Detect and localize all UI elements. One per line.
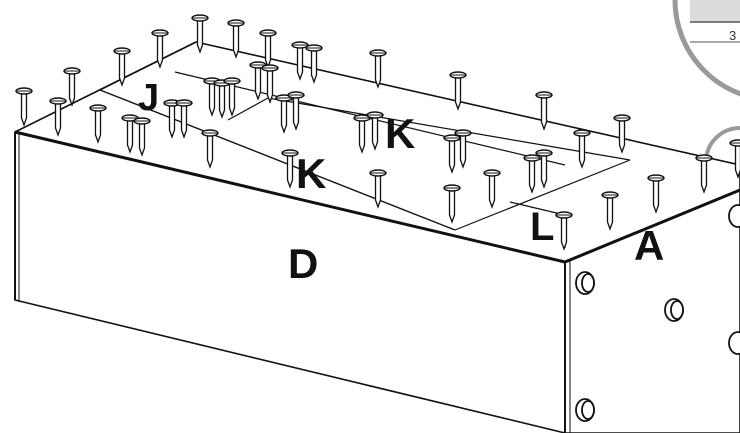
nail-icon [573,129,591,169]
nail-icon [353,114,371,154]
nail-icon [366,111,384,151]
nail-icon [449,71,467,111]
nail-icon [175,99,193,139]
label-j: J [138,77,159,119]
nail-icon [647,174,665,214]
zoom-callout-text: 3 [729,28,736,43]
nail-icon [133,117,151,157]
nail-icon [443,134,461,174]
nail-icon [601,191,619,231]
nail-icon [305,44,323,84]
cam-lock-icon [575,398,595,422]
label-l: L [530,205,554,249]
cam-lock-icon [728,204,740,228]
nail-icon [201,129,219,169]
nail-icon [89,104,107,144]
nail-icon [259,29,277,69]
label-k-back: K [385,110,415,157]
nail-icon [281,149,299,189]
nail-icon [369,169,387,209]
nail-icon [287,91,305,131]
cam-lock-icon [664,298,684,322]
nail-icon [523,154,541,194]
nail-icon [483,169,501,209]
nail-icon [63,67,81,107]
nail-icon [535,149,553,189]
label-k-front: K [296,150,326,197]
cabinet [14,41,740,433]
nail-icon [227,19,245,59]
nail-icon [223,77,241,117]
nail-icon [261,64,279,104]
nails [15,14,740,251]
nail-icon [443,184,461,224]
nail-icon [695,154,713,194]
cam-lock-icon [575,271,595,295]
nail-icon [191,14,209,54]
cam-lock-icon [728,331,740,355]
zoom-callout: 3 [672,0,740,97]
nail-icon [454,129,472,169]
nail-icon [369,49,387,89]
nail-icon [613,114,631,154]
nail-icon [151,29,169,69]
cam-locks [575,204,740,422]
label-a: A [634,222,664,269]
nail-icon [555,211,573,251]
nail-icon [535,91,553,131]
nail-icon [291,41,309,81]
label-d: D [288,240,318,287]
nail-icon [49,97,67,137]
nail-icon [113,47,131,87]
nail-icon [15,87,33,127]
